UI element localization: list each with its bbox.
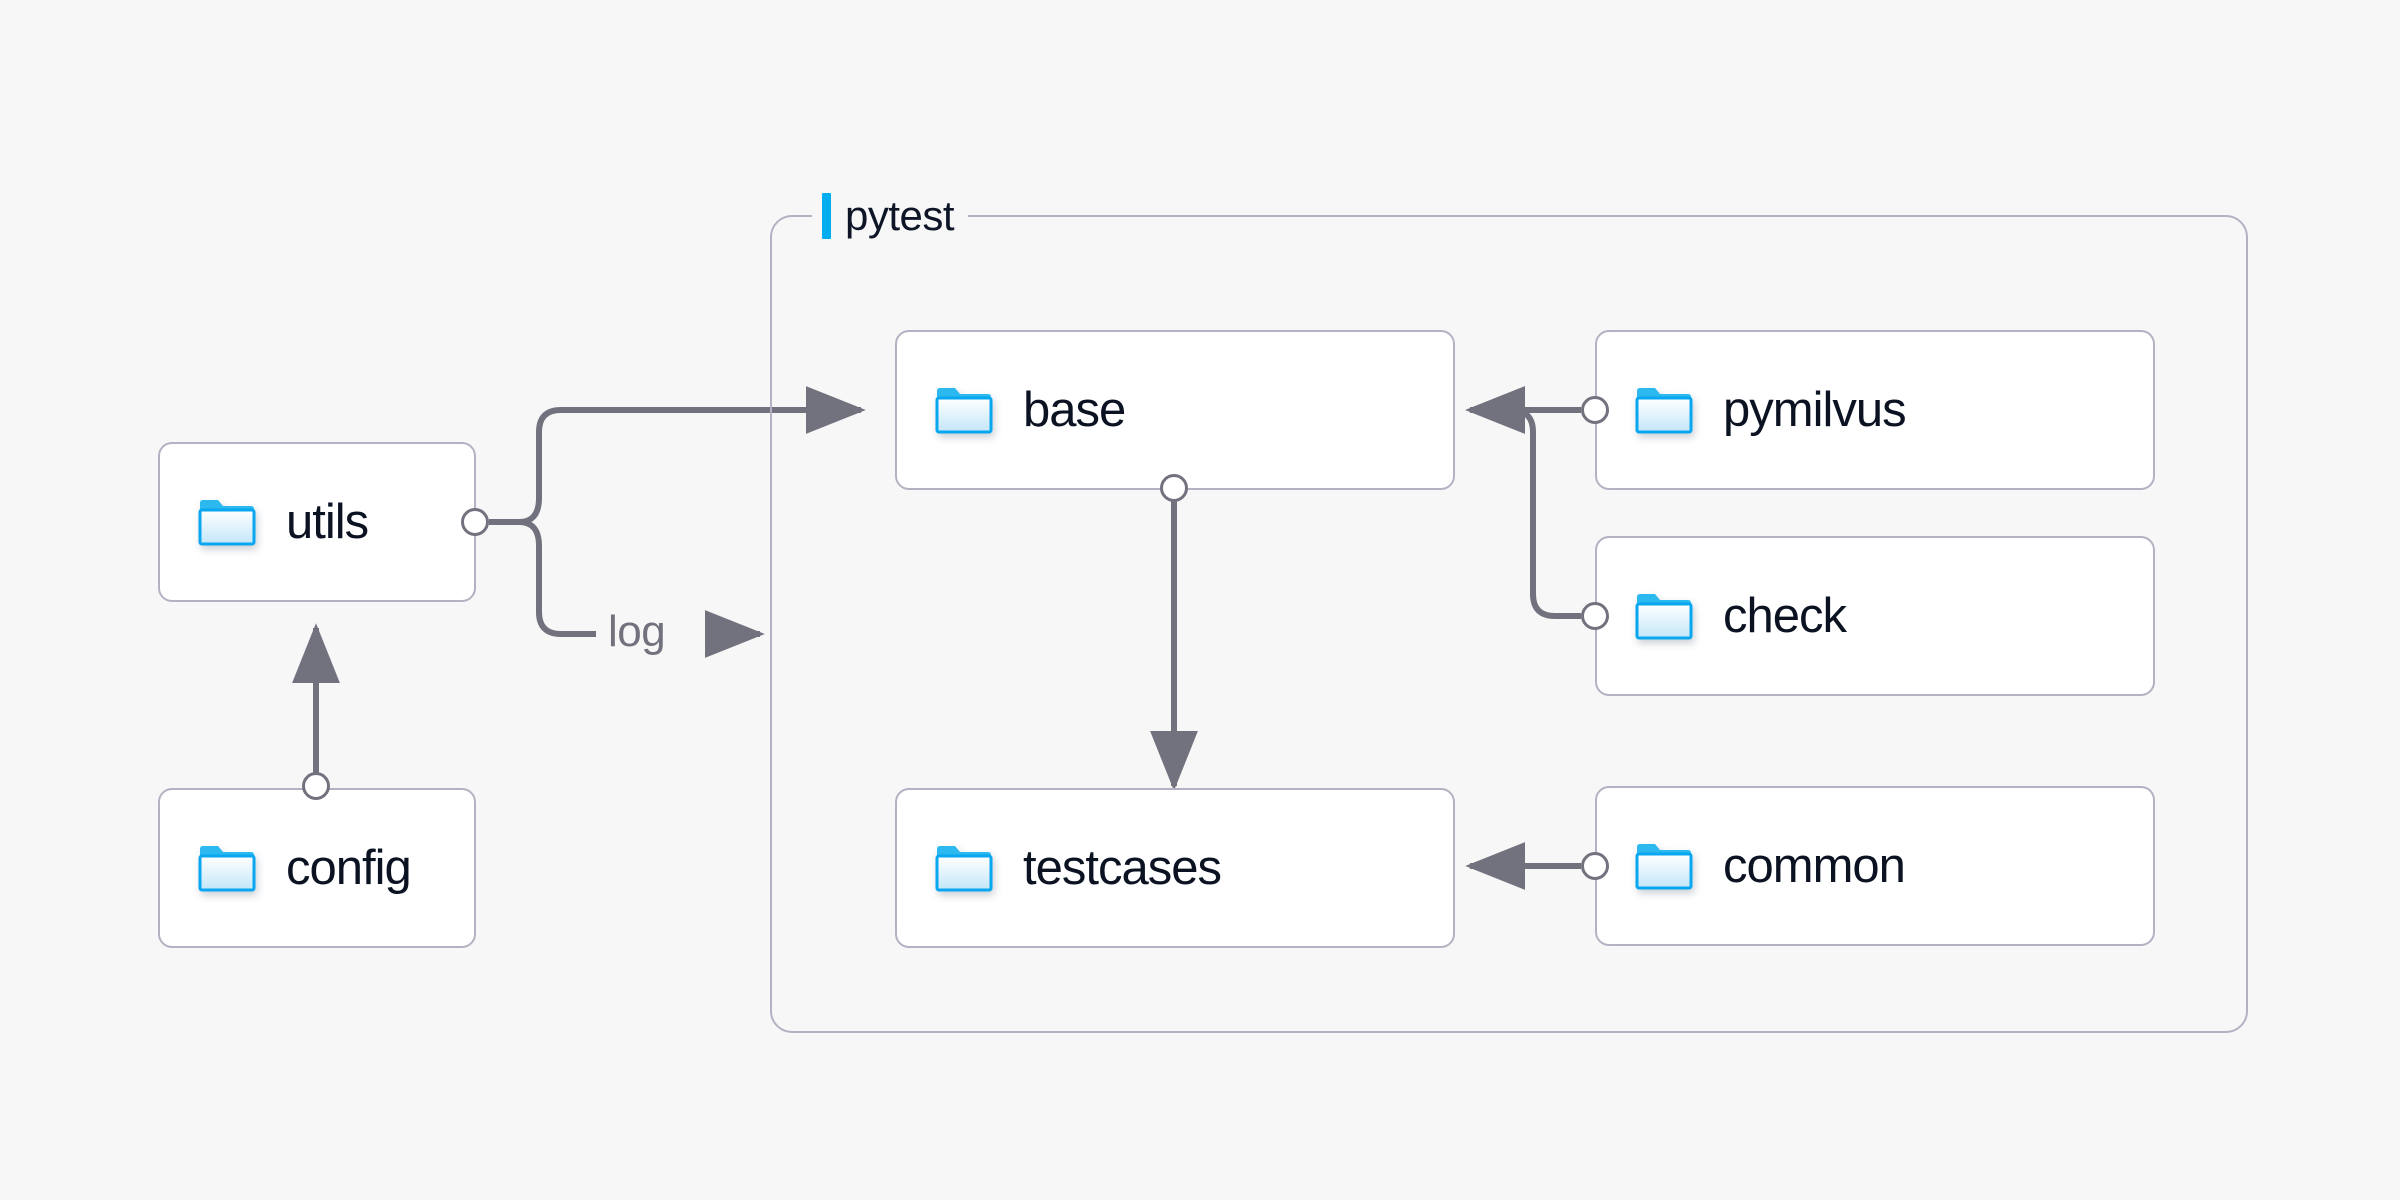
node-config[interactable]: config (158, 788, 476, 948)
node-pymilvus-label: pymilvus (1723, 382, 1907, 437)
node-common[interactable]: common (1595, 786, 2155, 946)
folder-icon (935, 386, 993, 434)
group-accent-bar (822, 193, 831, 239)
node-config-label: config (286, 840, 412, 895)
node-utils-label: utils (286, 494, 369, 549)
folder-icon (198, 498, 256, 546)
port-config-top[interactable] (302, 772, 330, 800)
port-pymilvus-left[interactable] (1581, 396, 1609, 424)
folder-icon (1635, 592, 1693, 640)
node-check[interactable]: check (1595, 536, 2155, 696)
node-testcases-label: testcases (1023, 840, 1222, 895)
node-check-label: check (1723, 588, 1847, 643)
node-base[interactable]: base (895, 330, 1455, 490)
folder-icon (935, 844, 993, 892)
node-common-label: common (1723, 838, 1906, 893)
node-testcases[interactable]: testcases (895, 788, 1455, 948)
group-pytest-title: pytest (845, 192, 955, 239)
node-utils[interactable]: utils (158, 442, 476, 602)
port-common-left[interactable] (1581, 852, 1609, 880)
folder-icon (1635, 386, 1693, 434)
port-utils-right[interactable] (461, 508, 489, 536)
port-check-left[interactable] (1581, 602, 1609, 630)
group-pytest-label: pytest (812, 188, 969, 244)
node-pymilvus[interactable]: pymilvus (1595, 330, 2155, 490)
node-base-label: base (1023, 382, 1126, 437)
port-base-bottom[interactable] (1160, 474, 1188, 502)
folder-icon (1635, 842, 1693, 890)
edge-utils-to-pytest-log (489, 519, 596, 637)
folder-icon (198, 844, 256, 892)
edge-label-log: log (602, 610, 672, 654)
group-pytest[interactable] (770, 215, 2248, 1033)
